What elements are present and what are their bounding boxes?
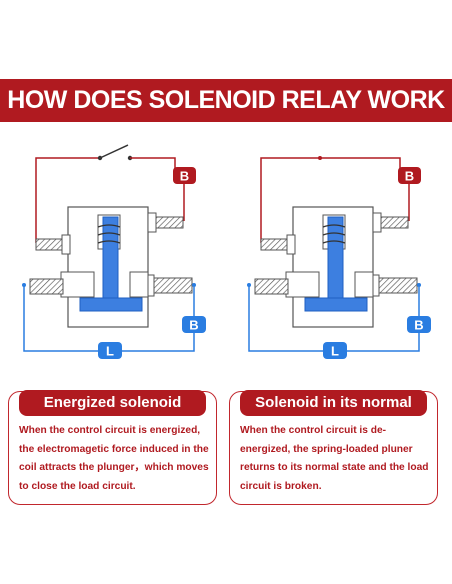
- normal-relay-diagram: B L B: [247, 156, 431, 359]
- load-circuit-wire: [347, 333, 420, 352]
- load-label: L: [331, 344, 339, 359]
- terminal-nut: [147, 212, 157, 233]
- battery-load-badge: [182, 316, 206, 333]
- wire-junction: [318, 156, 322, 160]
- plunger-shaft: [327, 216, 344, 299]
- load-terminal-left: [29, 278, 64, 295]
- load-label: L: [106, 344, 114, 359]
- battery-label: B: [180, 169, 189, 184]
- contact-block-right: [129, 271, 149, 298]
- switch-contact: [97, 155, 103, 161]
- relay-diagrams: B L B B: [22, 144, 431, 359]
- control-circuit-wire: [35, 157, 100, 243]
- control-terminal-left: [260, 238, 290, 251]
- control-terminal-left: [35, 238, 65, 251]
- load-circuit-wire: [122, 333, 195, 352]
- control-circuit-wire: [260, 157, 401, 243]
- coil-winding: [97, 224, 121, 244]
- load-terminal-left: [254, 278, 289, 295]
- lamp-load-badge: [323, 342, 347, 359]
- coil-winding: [322, 224, 346, 244]
- battery-label: B: [414, 318, 423, 333]
- battery-label: B: [405, 169, 414, 184]
- terminal-nut: [372, 274, 380, 297]
- contact-block-left: [60, 271, 95, 298]
- load-terminal-right: [376, 277, 418, 294]
- card-body: When the control circuit is de-energized…: [240, 425, 429, 492]
- card-heading: Solenoid in its normal sate: [240, 390, 427, 437]
- battery-terminal-badge: [173, 167, 196, 184]
- terminal-nut: [286, 234, 296, 255]
- wire-junction: [192, 283, 196, 287]
- wire-junction: [417, 283, 421, 287]
- load-circuit-wire: [248, 285, 323, 352]
- battery-label: B: [189, 318, 198, 333]
- lamp-load-badge: [98, 342, 122, 359]
- plunger-disc: [304, 297, 368, 312]
- control-terminal-right: [154, 216, 184, 229]
- normal-state-card: Solenoid in its normal sate When the con…: [229, 390, 438, 505]
- energized-card: Energized solenoid When the control circ…: [8, 390, 217, 505]
- control-terminal-right: [379, 216, 409, 229]
- title-banner: HOW DOES SOLENOID RELAY WORK: [0, 79, 452, 122]
- control-switch: [99, 144, 129, 159]
- load-circuit-wire: [23, 285, 98, 352]
- control-circuit-wire: [130, 157, 176, 175]
- terminal-nut: [147, 274, 155, 297]
- terminal-nut: [61, 234, 71, 255]
- energized-relay-diagram: B L B: [22, 144, 206, 359]
- card-heading: Energized solenoid: [19, 390, 206, 416]
- card-body: When the control circuit is energized, t…: [19, 425, 209, 492]
- battery-load-badge: [407, 316, 431, 333]
- battery-terminal-badge: [398, 167, 421, 184]
- contact-block-left: [285, 271, 320, 298]
- load-terminal-right: [151, 277, 193, 294]
- page-title: HOW DOES SOLENOID RELAY WORK: [7, 86, 445, 114]
- contact-block-right: [354, 271, 374, 298]
- plunger-shaft: [102, 216, 119, 299]
- wire-junction: [247, 283, 251, 287]
- wire-junction: [22, 283, 26, 287]
- terminal-nut: [372, 212, 382, 233]
- plunger-disc: [79, 297, 143, 312]
